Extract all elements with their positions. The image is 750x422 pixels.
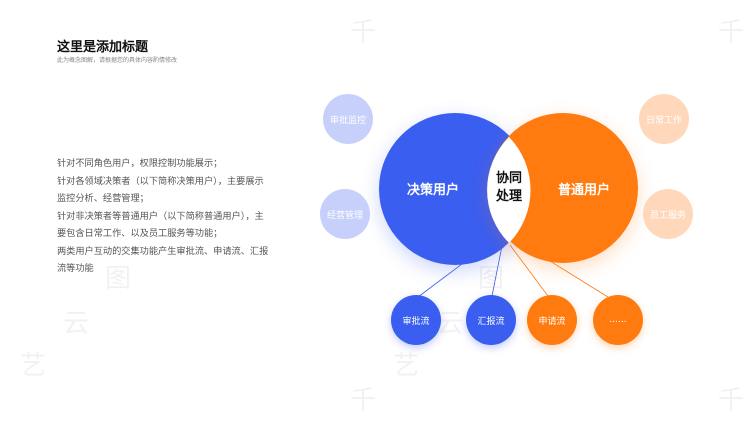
page-subtitle: 此为概念图解，请根据您的具体内容酌情修改 — [57, 57, 178, 64]
node-report-flow: 汇报流 — [466, 295, 516, 345]
satellite-label: 经营管理 — [326, 210, 363, 221]
satellite-approval-monitor: 审批监控 — [323, 94, 373, 144]
description-line: 针对非决策者等普通用户（以下简称普通用户），主 — [57, 210, 264, 222]
overlap-line: 协同 — [495, 171, 522, 186]
description-line: 两类用户互动的交集功能产生审批流、申请流、汇报 — [57, 245, 269, 257]
node-more: ...... — [593, 295, 643, 345]
description-line: 针对不同角色用户，权限控制功能展示； — [57, 158, 223, 169]
node-label: ...... — [609, 315, 627, 325]
page-title: 这里是添加标题 — [57, 40, 149, 55]
node-application-flow: 申请流 — [527, 295, 577, 345]
description-text: 针对不同角色用户，权限控制功能展示； 针对各领域决策者（以下简称决策用户），主要… — [57, 155, 282, 278]
satellite-daily-work: 日常工作 — [639, 94, 689, 144]
description-line: 监控分析、经营管理； — [57, 193, 149, 204]
node-label: 申请流 — [538, 316, 566, 327]
description-line: 要包含日常工作、以及员工服务等功能； — [57, 228, 223, 239]
decision-user-label: 决策用户 — [407, 183, 460, 198]
node-label: 汇报流 — [477, 316, 505, 327]
overlap-line: 处理 — [495, 189, 522, 204]
description-line: 流等功能 — [57, 263, 94, 274]
intersection-shape — [487, 137, 531, 243]
node-approval-flow: 审批流 — [391, 295, 441, 345]
satellite-label: 审批监控 — [329, 115, 366, 126]
satellite-business-management: 经营管理 — [320, 189, 370, 239]
connector-line — [491, 245, 503, 297]
connector-line — [509, 244, 549, 297]
satellite-employee-service: 员工服务 — [643, 189, 693, 239]
regular-user-label: 普通用户 — [558, 183, 611, 198]
node-label: 审批流 — [402, 316, 430, 327]
satellite-label: 日常工作 — [645, 115, 682, 126]
description-line: 针对各领域决策者（以下简称决策用户），主要展示 — [57, 175, 264, 187]
overlap-label: 协同 处理 — [487, 170, 531, 206]
satellite-label: 员工服务 — [649, 210, 686, 221]
